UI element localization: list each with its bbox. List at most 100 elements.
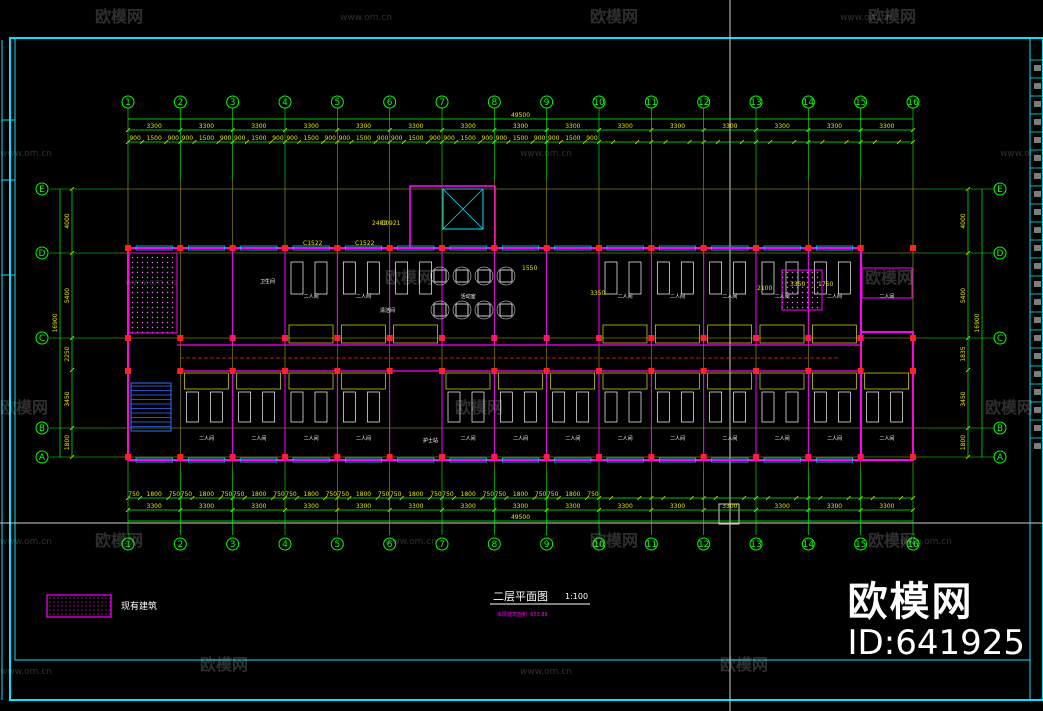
- axis-label-left: A: [39, 453, 46, 463]
- bed: [890, 391, 904, 423]
- bed: [471, 391, 485, 423]
- watermark-url: www.om.cn: [125, 278, 177, 288]
- dim-bottom-bays-label: 3300: [618, 503, 633, 510]
- watermark-brand: 欧模网: [985, 398, 1033, 417]
- left-strip: [2, 119, 15, 276]
- axis-label-bottom: 16: [907, 540, 919, 550]
- axis-bubble-right: [993, 421, 1007, 435]
- dim-bottom-bays-label: 3300: [565, 503, 580, 510]
- dim-top-detail-tick: [349, 139, 354, 145]
- dim-left-spans-label: 5400: [64, 288, 71, 303]
- watermark-url: www.om.cn: [900, 537, 952, 547]
- chairs: [430, 300, 450, 320]
- window-south: [763, 457, 801, 463]
- dim-left-total-label: 16900: [52, 313, 59, 332]
- axis-bubble-right: [993, 450, 1007, 464]
- window-south: [449, 457, 487, 463]
- chairs: [496, 266, 516, 286]
- dim-top-bays-label: 3300: [722, 123, 737, 130]
- room-label-lower: 二人间: [513, 435, 528, 442]
- dim-bottom-detail-label: 750: [181, 491, 193, 498]
- axis-label-left: C: [39, 334, 45, 344]
- pick-box: [718, 503, 740, 525]
- title-strip-text: [1034, 191, 1041, 197]
- bed: [342, 261, 356, 295]
- title-strip-text: [1034, 371, 1041, 377]
- title-strip-text: [1034, 317, 1041, 323]
- room-label-lower: 二人间: [827, 435, 842, 442]
- window-north: [658, 245, 697, 251]
- window-south: [397, 457, 435, 463]
- room-label-lower: 二人间: [618, 435, 633, 442]
- window-north: [135, 245, 173, 251]
- drawing-title: 二层平面图: [493, 590, 548, 603]
- window-south: [135, 457, 173, 463]
- dim-bottom-detail-tick: [375, 495, 380, 501]
- watermark-url: www.om.cn: [385, 537, 437, 547]
- title-strip-text: [1034, 299, 1041, 305]
- watermark-brand: 欧模网: [720, 655, 768, 674]
- dim-bottom-detail-label: 750: [442, 491, 454, 498]
- dim-bottom-detail-label: 750: [273, 491, 285, 498]
- dim-bottom-detail-label: 750: [378, 491, 390, 498]
- watermark-layer: 欧模网欧模网欧模网欧模网欧模网欧模网欧模网欧模网欧模网欧模网欧模网欧模网欧模网w…: [0, 7, 1043, 677]
- dim-bottom-detail-tick: [480, 495, 485, 501]
- room-label-upper: 二人间: [356, 293, 371, 300]
- dim-bottom-detail-tick: [898, 495, 904, 501]
- dim-bottom-bays-label: 3300: [199, 503, 214, 510]
- axis-bubble-top: [278, 95, 292, 109]
- dim-top-bays-label: 3300: [304, 123, 319, 130]
- room-label-upper: 二人间: [304, 293, 319, 300]
- dim-left-spans-label: 1800: [64, 435, 71, 450]
- axis-label-top: 9: [544, 98, 550, 108]
- title-block-strip: [1030, 59, 1043, 449]
- dim-top-detail-label: 1500: [251, 135, 266, 142]
- axis-label-right: C: [997, 334, 1003, 344]
- axis-bubble-left: [35, 182, 49, 196]
- dim-top-detail-label: 900: [220, 135, 232, 142]
- table-set: [455, 269, 469, 283]
- watermark-url: www.om.cn: [1000, 149, 1043, 159]
- dim-top-detail-tick: [582, 139, 588, 145]
- title-strip-text: [1034, 65, 1041, 71]
- dim-right-spans-label: 4000: [960, 213, 967, 228]
- annotation-label: 2100: [757, 285, 772, 292]
- window-north: [292, 245, 330, 251]
- brand-block: 欧模网 ID:641925: [848, 580, 1025, 662]
- title-strip-text: [1034, 119, 1041, 125]
- title-strip-text: [1034, 425, 1041, 431]
- dim-left-spans-label: 3450: [64, 391, 71, 406]
- watermark-brand: 欧模网: [868, 7, 916, 26]
- bed: [604, 391, 618, 423]
- title-strip-text: [1034, 281, 1041, 287]
- drawing-subtitle: 本层建筑面积: 653.88: [497, 611, 548, 618]
- title-strip-text: [1034, 209, 1041, 215]
- watermark-brand: 欧模网: [385, 268, 433, 287]
- dim-top-detail-tick: [244, 139, 250, 145]
- dim-top-bays-label: 3300: [827, 123, 842, 130]
- axis-label-bottom: 3: [230, 540, 236, 550]
- axis-label-top: 3: [230, 98, 236, 108]
- dim-top-detail-tick: [820, 139, 825, 145]
- dim-top-detail-tick: [139, 139, 145, 145]
- window-south: [501, 457, 540, 463]
- dim-top-bays-label: 3300: [408, 123, 423, 130]
- dim-top-detail-label: 1500: [408, 135, 423, 142]
- dim-bottom-detail-tick: [166, 495, 171, 501]
- dim-bottom-detail-tick: [294, 495, 300, 501]
- axis-bubble-bottom: [801, 537, 815, 551]
- bed: [733, 261, 747, 295]
- dim-top-detail-tick: [216, 139, 221, 145]
- dim-bottom-detail-tick: [608, 495, 614, 501]
- room-label-lower: 二人间: [670, 435, 685, 442]
- drawing-scale: 1:100: [565, 592, 588, 601]
- dim-bottom-detail-tick: [504, 495, 509, 501]
- dim-top-detail-tick: [296, 139, 302, 145]
- dim-top-bays-label: 3300: [513, 123, 528, 130]
- dim-right-spans-tick: [965, 367, 971, 373]
- room-label-lower: 二人间: [356, 435, 371, 442]
- room-label-lower: 二人间: [461, 435, 476, 442]
- chairs: [474, 266, 494, 286]
- east-annex: [861, 267, 913, 299]
- dim-top-detail-label: 900: [586, 135, 598, 142]
